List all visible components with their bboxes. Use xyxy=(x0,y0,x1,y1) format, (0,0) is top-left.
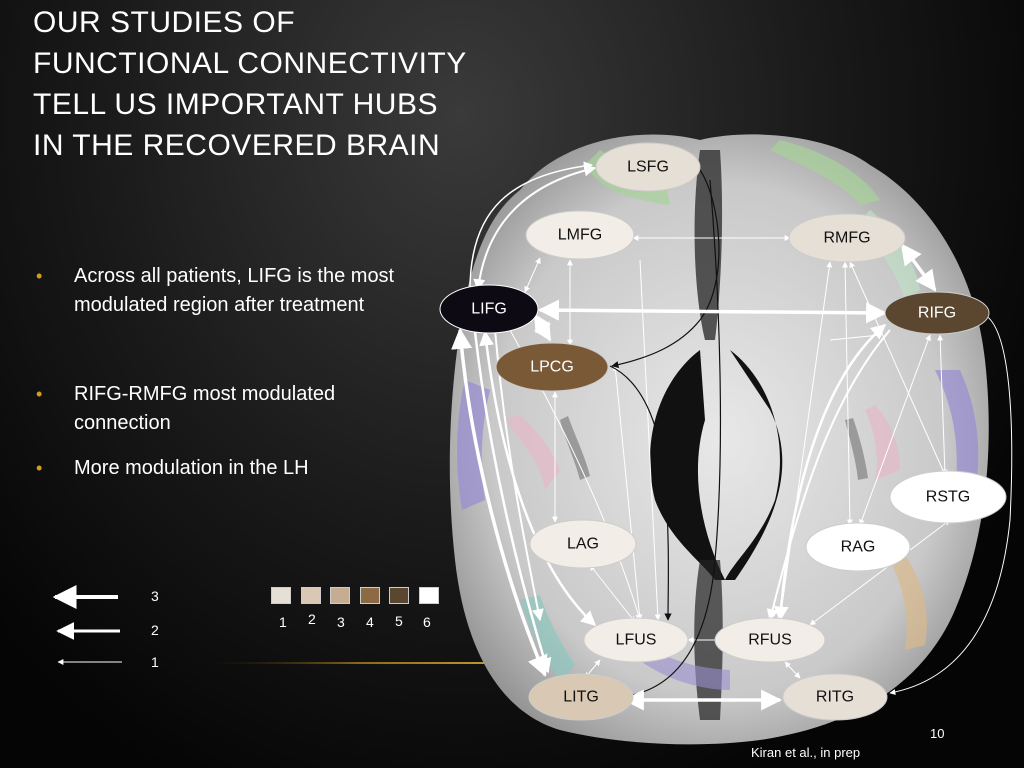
citation: Kiran et al., in prep xyxy=(751,745,861,760)
svg-text:6: 6 xyxy=(423,614,431,630)
title-line: FUNCTIONAL CONNECTIVITY xyxy=(33,47,467,80)
svg-text:LITG: LITG xyxy=(563,689,599,706)
swatch-1 xyxy=(271,587,291,604)
node-rstg[interactable]: RSTG xyxy=(889,470,1007,524)
svg-text:LFUS: LFUS xyxy=(616,632,657,649)
node-lmfg[interactable]: LMFG xyxy=(525,210,635,260)
svg-text:1: 1 xyxy=(279,614,287,630)
svg-text:LSFG: LSFG xyxy=(627,159,669,176)
legend-weight-1: 1 xyxy=(151,654,159,670)
bullet-item: More modulation in the LH xyxy=(36,454,309,483)
node-lfus[interactable]: LFUS xyxy=(583,617,689,663)
arrow-weight-legend: 3 2 1 xyxy=(52,585,159,670)
node-rfus[interactable]: RFUS xyxy=(714,617,826,663)
swatch-5 xyxy=(389,587,409,604)
slide-title: OUR STUDIES OF FUNCTIONAL CONNECTIVITY T… xyxy=(33,2,473,166)
node-litg[interactable]: LITG xyxy=(528,673,634,721)
node-lpcg[interactable]: LPCG xyxy=(495,342,609,392)
svg-text:RIFG: RIFG xyxy=(918,305,956,322)
swatch-2 xyxy=(300,587,321,604)
svg-text:LAG: LAG xyxy=(567,536,599,553)
legend-weight-3: 3 xyxy=(151,588,159,604)
swatch-3 xyxy=(330,587,350,604)
svg-text:RITG: RITG xyxy=(816,689,854,706)
svg-text:RSTG: RSTG xyxy=(926,489,970,506)
svg-text:3: 3 xyxy=(337,614,345,630)
svg-text:RMFG: RMFG xyxy=(823,230,870,247)
node-rag[interactable]: RAG xyxy=(805,522,911,572)
svg-text:LIFG: LIFG xyxy=(471,301,507,318)
title-line: IN THE RECOVERED BRAIN xyxy=(33,129,441,162)
swatch-4 xyxy=(359,587,380,604)
title-line: OUR STUDIES OF xyxy=(33,6,296,39)
gold-divider xyxy=(180,662,540,664)
page-number: 10 xyxy=(930,726,945,741)
legend-weight-2: 2 xyxy=(151,622,159,638)
swatch-legend-numbers: 1 2 3 4 5 6 xyxy=(279,611,431,630)
swatch-6 xyxy=(418,587,439,604)
svg-text:LPCG: LPCG xyxy=(530,359,574,376)
node-ritg[interactable]: RITG xyxy=(782,673,888,721)
node-lifg[interactable]: LIFG xyxy=(439,284,539,334)
color-swatch-legend xyxy=(271,587,448,604)
thick-connections xyxy=(451,161,937,711)
node-rifg[interactable]: RIFG xyxy=(884,291,990,335)
svg-text:RAG: RAG xyxy=(841,539,876,556)
node-lsfg[interactable]: LSFG xyxy=(595,142,701,192)
svg-text:2: 2 xyxy=(308,611,316,627)
node-rmfg[interactable]: RMFG xyxy=(788,213,906,263)
svg-text:RFUS: RFUS xyxy=(748,632,792,649)
bullet-item: RIFG-RMFG most modulated connection xyxy=(36,380,426,438)
bullet-item: Across all patients, LIFG is the most mo… xyxy=(36,262,426,320)
svg-text:4: 4 xyxy=(366,614,374,630)
title-line: TELL US IMPORTANT HUBS xyxy=(33,88,438,121)
node-lag[interactable]: LAG xyxy=(529,519,637,569)
svg-text:5: 5 xyxy=(395,613,403,629)
bullet-list: Across all patients, LIFG is the most mo… xyxy=(36,262,426,483)
svg-text:LMFG: LMFG xyxy=(558,227,602,244)
